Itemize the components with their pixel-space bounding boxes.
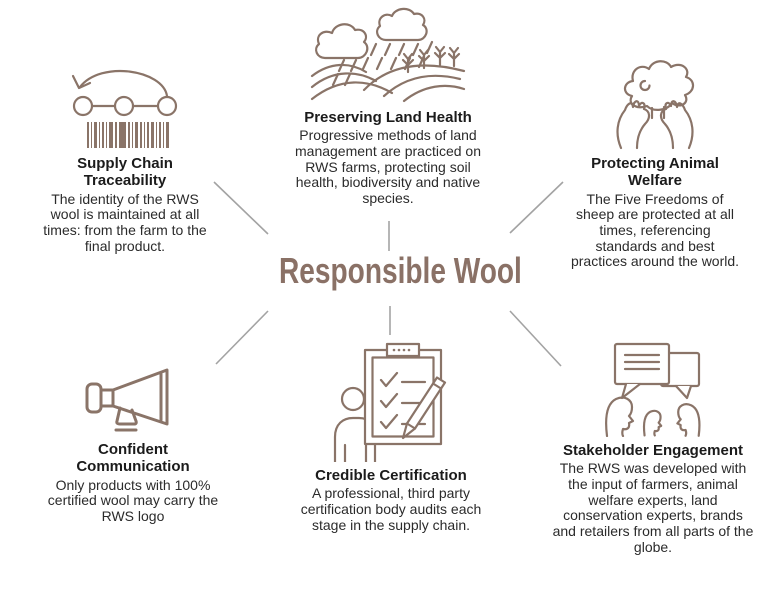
section-credible-certification: Credible Certification A professional, t… xyxy=(285,342,497,533)
section-description: The RWS was developed with the input of … xyxy=(552,460,754,555)
section-title: Stakeholder Engagement xyxy=(562,442,744,459)
section-stakeholder-engagement: Stakeholder Engagement The RWS was devel… xyxy=(542,340,764,555)
section-title: Confident Communication xyxy=(76,441,190,476)
section-description: The Five Freedoms of sheep are protected… xyxy=(570,190,740,270)
hands-holding-tree-icon xyxy=(545,56,765,150)
clipboard-checklist-pencil-icon xyxy=(285,342,497,462)
section-supply-chain-traceability: Supply Chain Traceability The identity o… xyxy=(10,58,240,254)
section-description: The identity of the RWS wool is maintain… xyxy=(43,190,207,254)
section-protecting-animal-welfare: Protecting Animal Welfare The Five Freed… xyxy=(545,56,765,270)
section-confident-communication: Confident Communication Only products wi… xyxy=(28,364,238,525)
section-description: Progressive methods of land management a… xyxy=(295,127,481,206)
section-title: Supply Chain Traceability xyxy=(77,155,173,190)
section-title: Preserving Land Health xyxy=(304,109,472,126)
rain-clouds-field-icon xyxy=(277,6,499,104)
speech-bubbles-people-icon xyxy=(542,340,764,437)
section-preserving-land-health: Preserving Land Health Progressive metho… xyxy=(277,6,499,207)
section-description: Only products with 100% certified wool m… xyxy=(47,476,219,524)
traceability-cycle-barcode-icon xyxy=(10,58,240,150)
megaphone-icon xyxy=(28,364,238,436)
section-title: Protecting Animal Welfare xyxy=(591,155,719,190)
section-title: Credible Certification xyxy=(315,467,467,484)
center-title: Responsible Wool xyxy=(279,250,522,291)
section-description: A professional, third party certificatio… xyxy=(300,485,482,533)
